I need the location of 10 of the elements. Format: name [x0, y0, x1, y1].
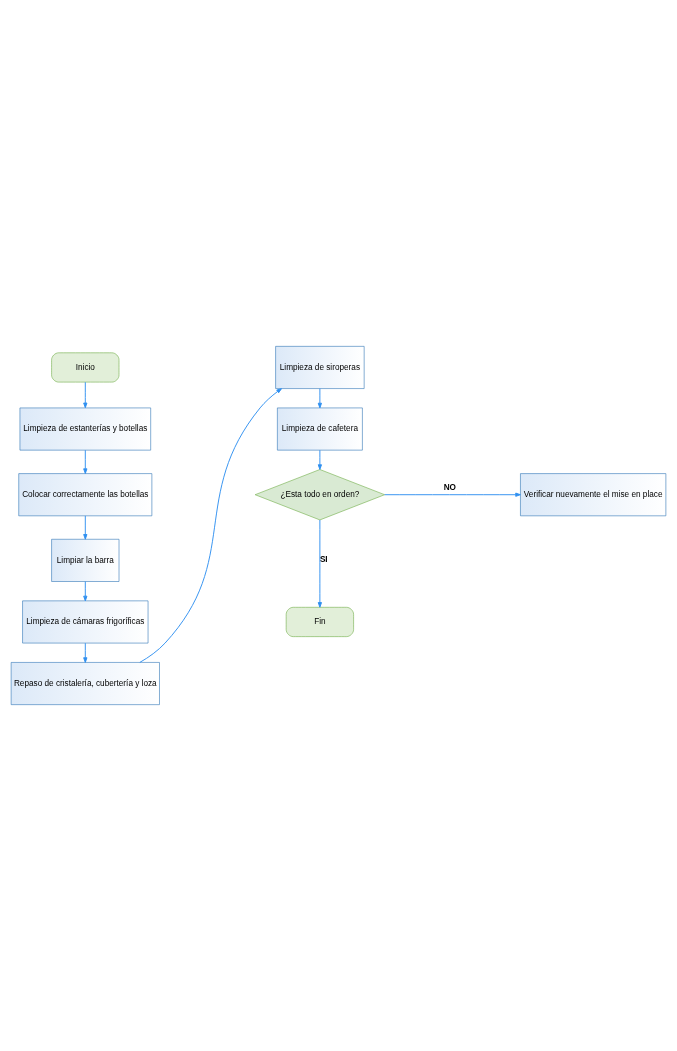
arrow: [83, 515, 88, 540]
arrow: [317, 519, 322, 608]
arrow: [384, 492, 521, 497]
arrow: [83, 381, 88, 409]
arrow: [83, 449, 88, 474]
arrow: [83, 581, 88, 602]
arrow: [317, 388, 322, 409]
arrow: [139, 388, 282, 663]
arrow: [317, 449, 322, 470]
arrow: [83, 642, 88, 663]
